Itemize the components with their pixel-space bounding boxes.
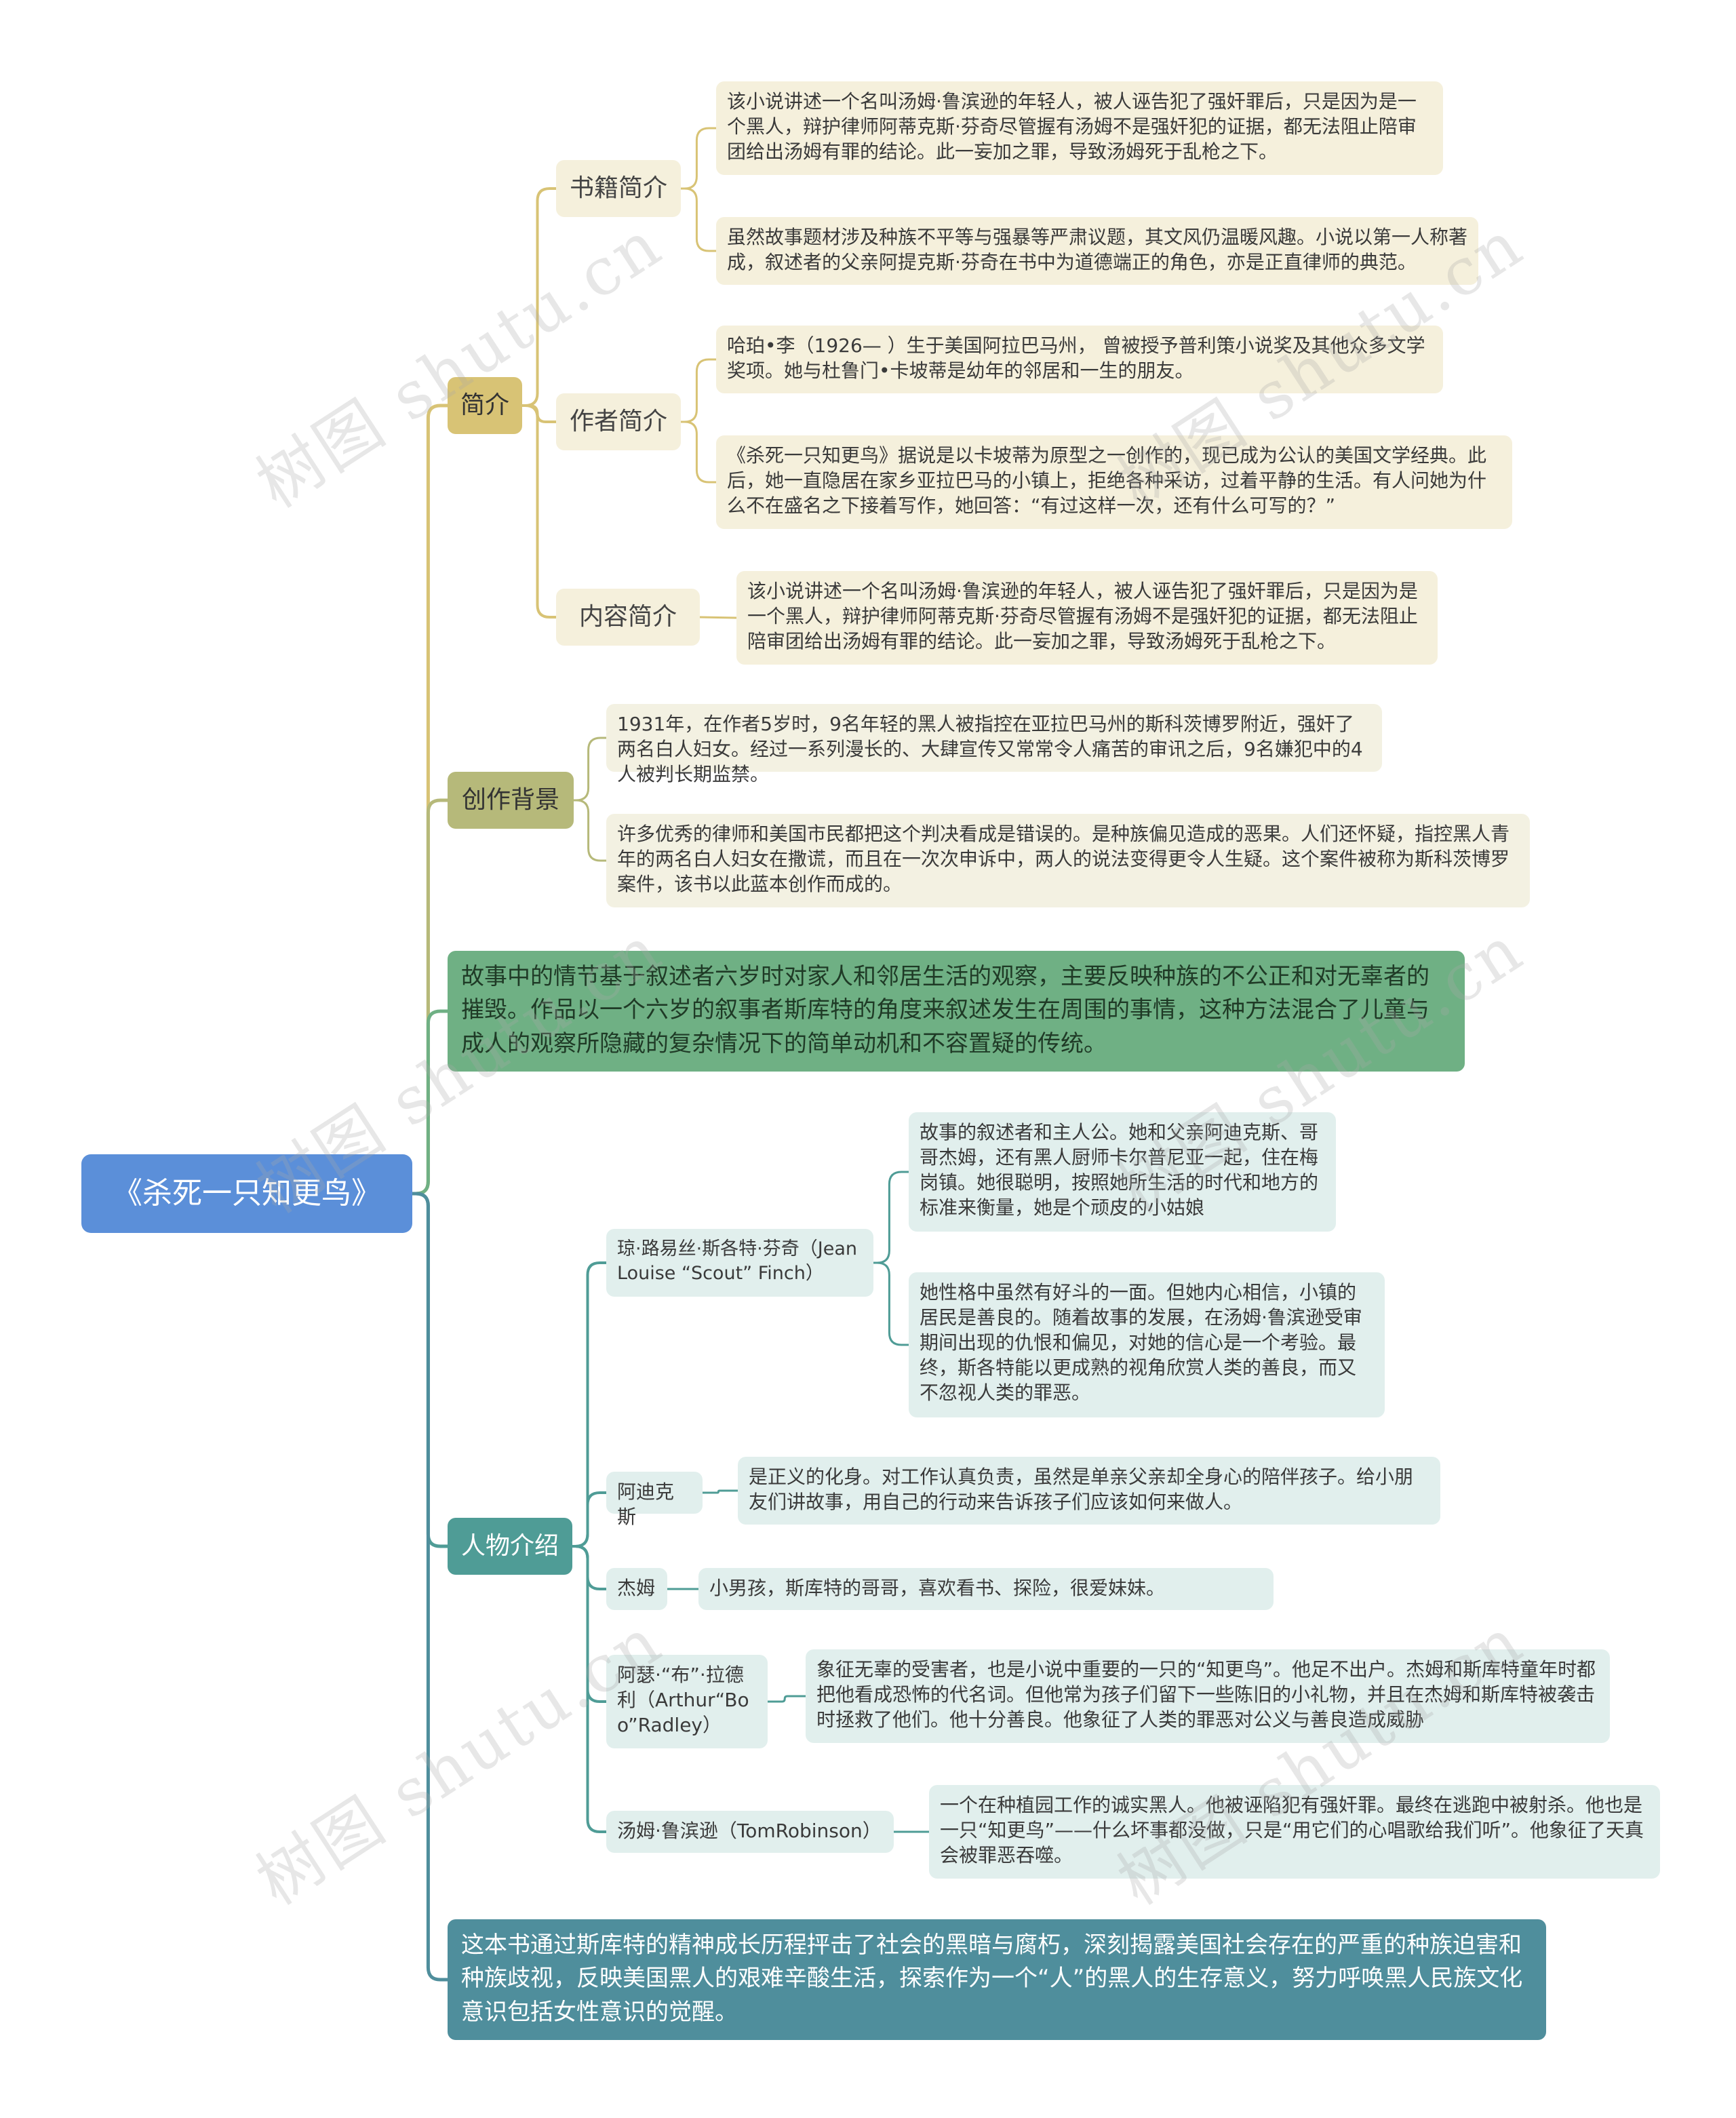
book-intro-node[interactable]: 书籍简介: [556, 160, 681, 217]
characters-node[interactable]: 人物介绍: [448, 1518, 572, 1575]
link-intro-content: [521, 404, 557, 619]
link-intro-book: [521, 187, 557, 407]
intro-node[interactable]: 简介: [448, 377, 522, 434]
boo-text: 象征无辜的受害者，也是小说中重要的一只的“知更鸟”。他足不出户。杰姆和斯库特童年…: [806, 1649, 1610, 1743]
character-jem[interactable]: 杰姆: [606, 1568, 667, 1610]
author-intro-text-1: 哈珀•李（1926— ）生于美国阿拉巴马州， 曾被授予普利策小说奖及其他众多文学…: [716, 326, 1443, 393]
link-char-scout: [571, 1261, 608, 1548]
author-intro-text-2: 《杀死一只知更鸟》据说是以卡坡蒂为原型之一创作的，现已成为公认的美国文学经典。此…: [716, 435, 1512, 529]
link-root-characters: [410, 1192, 450, 1548]
scout-text-1: 故事的叙述者和主人公。她和父亲阿迪克斯、哥哥杰姆，还有黑人厨师卡尔普尼亚一起，住…: [909, 1112, 1336, 1232]
link-boo-1: [766, 1695, 807, 1703]
link-bg-2: [572, 799, 608, 862]
content-intro-text: 该小说讲述一个名叫汤姆·鲁滨逊的年轻人，被人诬告犯了强奸罪后，只是因为是一个黑人…: [736, 571, 1438, 665]
link-char-atticus: [571, 1491, 608, 1548]
link-bg-1: [572, 737, 608, 802]
link-char-jem: [571, 1545, 608, 1590]
link-book-1: [679, 127, 717, 190]
character-boo[interactable]: 阿瑟·“布”·拉德利（Arthur“Boo”Radley）: [606, 1655, 768, 1748]
content-intro-node[interactable]: 内容简介: [556, 589, 700, 646]
link-scout-2: [872, 1261, 910, 1346]
atticus-text: 是正义的化身。对工作认真负责，虽然是单亲父亲却全身心的陪伴孩子。给小朋友们讲故事…: [738, 1457, 1440, 1525]
link-root-theme: [410, 1009, 450, 1196]
link-intro-author: [521, 404, 557, 423]
link-author-2: [679, 420, 717, 484]
conclusion-node[interactable]: 这本书通过斯库特的精神成长历程抨击了社会的黑暗与腐朽，深刻揭露美国社会存在的严重…: [448, 1919, 1546, 2040]
link-root-background: [410, 798, 450, 1196]
link-scout-1: [872, 1171, 910, 1264]
link-content-1: [698, 616, 738, 619]
book-intro-text-2: 虽然故事题材涉及种族不平等与强暴等严肃议题，其文风仍温暖风趣。小说以第一人称著成…: [716, 217, 1478, 285]
jem-text: 小男孩，斯库特的哥哥，喜欢看书、探险，很爱妹妹。: [698, 1568, 1274, 1610]
link-book-2: [679, 187, 717, 252]
link-char-tom: [571, 1545, 608, 1833]
background-text-1: 1931年，在作者5岁时，9名年轻的黑人被指控在亚拉巴马州的斯科茨博罗附近，强奸…: [606, 704, 1382, 785]
book-intro-text-1: 该小说讲述一个名叫汤姆·鲁滨逊的年轻人，被人诬告犯了强奸罪后，只是因为是一个黑人…: [716, 81, 1443, 175]
link-atticus-1: [701, 1489, 739, 1494]
author-intro-node[interactable]: 作者简介: [556, 393, 681, 450]
scout-text-2: 她性格中虽然有好斗的一面。但她内心相信，小镇的居民是善良的。随着故事的发展，在汤…: [909, 1272, 1385, 1417]
theme-node[interactable]: 故事中的情节基于叙述者六岁时对家人和邻居生活的观察，主要反映种族的不公正和对无辜…: [448, 951, 1465, 1072]
background-text-2: 许多优秀的律师和美国市民都把这个判决看成是错误的。是种族偏见造成的恶果。人们还怀…: [606, 814, 1530, 907]
tom-text: 一个在种植园工作的诚实黑人。他被诬陷犯有强奸罪。最终在逃跑中被射杀。他也是一只“…: [929, 1785, 1660, 1879]
character-scout[interactable]: 琼·路易丝·斯各特·芬奇（Jean Louise “Scout” Finch）: [606, 1229, 873, 1297]
background-node[interactable]: 创作背景: [448, 772, 574, 829]
link-root-conclusion: [410, 1192, 450, 1982]
character-atticus[interactable]: 阿迪克斯: [606, 1472, 703, 1528]
link-char-boo: [571, 1545, 608, 1703]
link-author-1: [679, 358, 717, 423]
root-node[interactable]: 《杀死一只知更鸟》: [81, 1154, 412, 1233]
character-tom[interactable]: 汤姆·鲁滨逊（TomRobinson）: [606, 1811, 894, 1853]
